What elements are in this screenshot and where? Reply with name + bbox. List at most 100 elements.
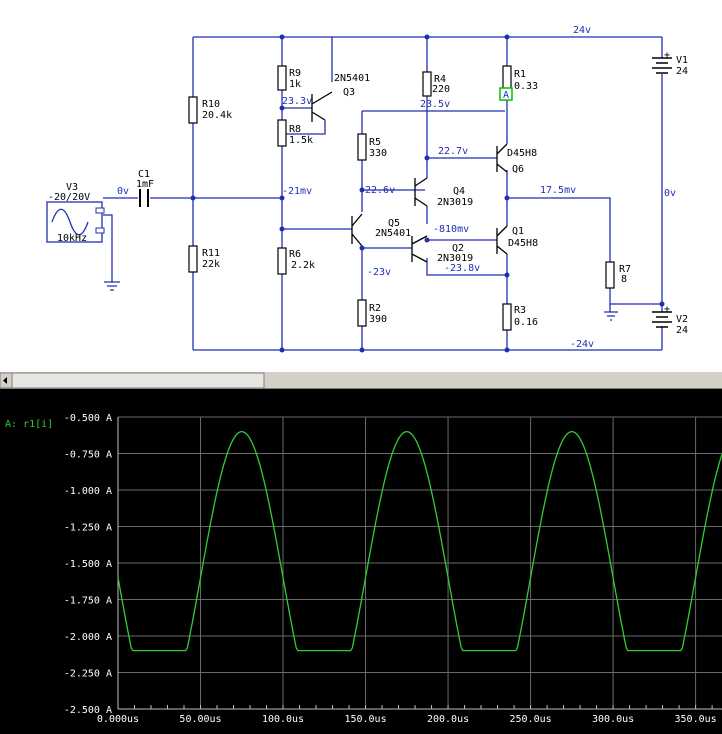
value-r4: 220 [432,84,450,95]
value-r9: 1k [289,79,301,90]
y-tick-label: -2.500 A [64,705,112,716]
resistor-r3-body [502,303,512,331]
value-r11: 22k [202,259,220,270]
label-r2: R2 [369,303,381,314]
value-r3: 0.16 [514,317,538,328]
label-r3: R3 [514,305,526,316]
value-c1: 1mF [136,179,154,190]
battery-v1 [652,57,672,74]
wire-output [507,197,662,305]
label-v1: V1 [676,55,688,66]
value-r6: 2.2k [291,260,315,271]
transistor-q4 [414,177,428,207]
label-r4: R4 [434,74,446,85]
label-r5: R5 [369,137,381,148]
model-q3: 2N5401 [334,73,370,84]
resistor-r6-body [277,247,287,275]
resistor-r7-body [605,261,615,289]
node-v-q6b: 22.7v [438,146,468,157]
label-q6: Q6 [512,164,524,175]
transistor-q3 [311,91,333,122]
value-r7: 8 [621,274,627,285]
ground-r7 [604,311,618,321]
x-tick-label: 150.0us [344,714,386,725]
resistor-r10-body [188,96,198,124]
label-r7: R7 [619,264,631,275]
wire-v3-gnd [103,214,113,282]
label-r1: R1 [514,69,526,80]
label-r9: R9 [289,68,301,79]
node-v-out: 17.5mv [540,185,576,196]
x-tick-label: 100.0us [262,714,304,725]
value-r1: 0.33 [514,81,538,92]
wire-q2e [426,258,507,276]
y-tick-label: -1.750 A [64,596,112,607]
label-r10: R10 [202,99,220,110]
label-q1: Q1 [512,226,524,237]
x-tick-label: 0.000us [97,714,139,725]
node-v-r4: 23.5v [420,99,450,110]
horizontal-scrollbar[interactable] [0,372,722,389]
capacitor-c1 [139,189,149,207]
x-tick-label: 50.00us [179,714,221,725]
scope-plot[interactable]: A: r1[i] -0.500 A-0.750 A-1.000 A-1.250 … [0,389,722,734]
node-v-in: 0v [117,186,129,197]
node-v-base: -21mv [282,186,312,197]
node-v-q2e: -23.8v [444,263,480,274]
transistor-q1 [496,225,508,255]
value-v3-range: -20/20V [48,192,90,203]
schematic-svg: + + [46,25,688,353]
value-r8: 1.5k [289,135,313,146]
label-r6: R6 [289,249,301,260]
y-tick-label: -2.000 A [64,632,112,643]
model-q4: 2N3019 [437,197,473,208]
scroll-thumb[interactable] [11,372,265,389]
resistor-r11-body [188,245,198,273]
trace-legend: A: r1[i] [5,419,53,430]
label-q3: Q3 [343,87,355,98]
x-tick-label: 350.0us [675,714,717,725]
value-r5: 330 [369,148,387,159]
signal-source-v3 [46,201,103,243]
label-q5: Q5 [388,218,400,229]
svg-text:+: + [664,304,670,315]
schematic-canvas[interactable]: + + [0,0,722,372]
y-tick-label: -0.500 A [64,413,112,424]
value-r2: 390 [369,314,387,325]
label-r8: R8 [289,124,301,135]
label-q2: Q2 [452,243,464,254]
value-v3-freq: 10kHz [57,233,87,244]
scrollbar-svg [0,372,722,389]
sine-icon [51,208,89,236]
node-v-q5e: -23v [367,267,391,278]
transistor-q6 [496,143,508,173]
value-r10: 20.4k [202,110,232,121]
label-c1: C1 [138,169,150,180]
rail-label-neg: -24v [570,339,594,350]
y-tick-label: -1.500 A [64,559,112,570]
resistor-r4-body [422,71,432,97]
y-tick-label: -2.250 A [64,669,112,680]
y-tick-label: -0.750 A [64,450,112,461]
model-q5: 2N5401 [375,228,411,239]
probe-label: A [503,90,509,101]
x-tick-label: 200.0us [427,714,469,725]
label-q4: Q4 [453,186,465,197]
node-v-q5c: 22.6v [365,185,395,196]
value-v2: 24 [676,325,688,336]
model-q2: 2N3019 [437,253,473,264]
label-v3: V3 [66,182,78,193]
transistor-q2 [411,235,428,263]
probe-marker[interactable] [499,87,513,101]
ground-v3 [104,281,120,291]
rail-label-pos: 24v [573,25,591,36]
node-v-q2b: -810mv [433,224,469,235]
wire-q3e [282,120,326,135]
rail-label-gnd: 0v [664,188,676,199]
y-tick-label: -1.000 A [64,486,112,497]
scope-svg: A: r1[i] -0.500 A-0.750 A-1.000 A-1.250 … [5,413,722,725]
resistor-r8-body [277,119,287,147]
label-r11: R11 [202,248,220,259]
